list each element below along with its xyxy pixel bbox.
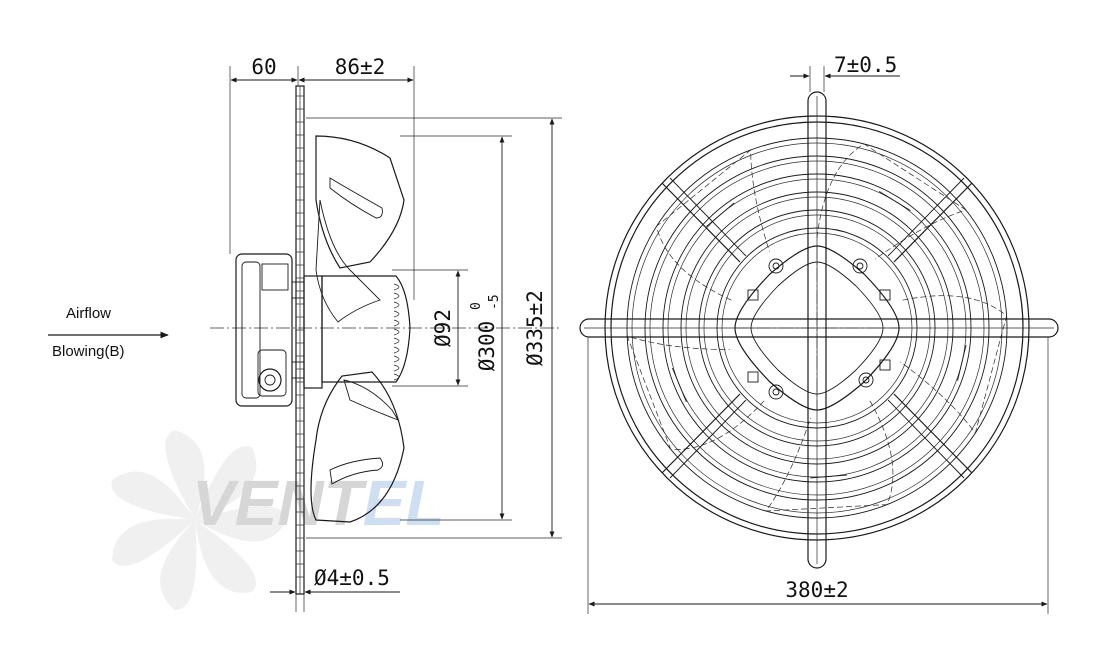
watermark-text-main: VENT [192,467,368,539]
motor-housing [235,253,293,407]
front-blades [626,143,1008,512]
hub-fins [393,283,400,381]
dim-blade-tol-lower: -5 [487,294,502,310]
cable-gland [258,368,282,392]
rotor-flange [303,275,323,389]
guard-struts [661,177,973,479]
watermark-text-accent: EL [363,467,445,539]
dim-outer-label: Ø335±2 [523,290,547,366]
dim-86-label: 86±2 [335,55,386,79]
blade-mid [315,199,381,323]
dim-rib-label: 7±0.5 [834,53,897,77]
dim-overall-label: 380±2 [785,578,848,602]
dim-blade-tol-upper: 0 [469,302,484,310]
horizontal-mount-bar [579,318,1059,338]
mounting-bosses [747,258,891,400]
dim-blade-group: Ø300 0 -5 [469,294,502,371]
watermark-fan-logo [111,430,287,610]
airflow-indicator: Airflow Blowing(B) [48,305,169,360]
blowing-label: Blowing(B) [52,343,125,360]
brand-watermark: VENTEL [111,430,444,610]
dim-60-label: 60 [251,55,276,79]
watermark-text: VENTEL [192,467,444,539]
front-view: 7±0.5 380±2 [579,53,1059,614]
blade-upper [315,135,405,269]
vertical-mount-bar [807,91,827,569]
dim-blade-label: Ø300 [475,321,499,372]
dim-hub-label: Ø92 [431,309,455,347]
blade-lower [310,371,405,523]
airflow-label: Airflow [66,305,111,322]
side-view: 60 86±2 Ø92 Ø300 0 -5 Ø335±2 Ø4±0.5 [210,55,562,612]
guard-wire-ticks [296,95,304,578]
dim-wire-label: Ø4±0.5 [314,566,390,590]
